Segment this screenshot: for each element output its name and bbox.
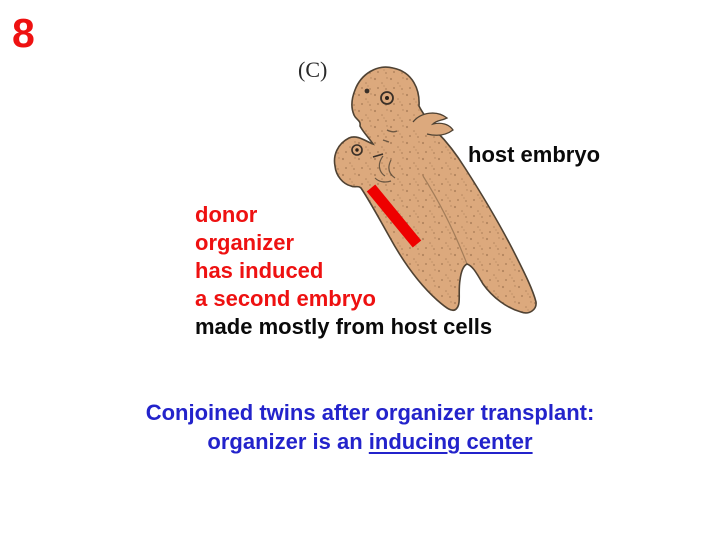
embryo-drawing-svg bbox=[333, 66, 537, 314]
host-gill-frills bbox=[412, 112, 454, 136]
slide-page-number: 8 bbox=[12, 10, 35, 56]
description-line-hasinduced: has induced bbox=[195, 258, 324, 283]
caption-line1: Conjoined twins after organizer transpla… bbox=[145, 400, 595, 425]
description-line-secondembryo: a second embryo bbox=[195, 286, 376, 311]
host-embryo-label: host embryo bbox=[468, 142, 601, 167]
caption-line2-prefix: organizer is an bbox=[207, 429, 369, 454]
organizer-transplant-marker-bar bbox=[366, 184, 422, 248]
description-line-donor: donor bbox=[195, 202, 258, 227]
description-line-hostcells: made mostly from host cells bbox=[195, 314, 493, 339]
host-eye-pupil bbox=[385, 96, 389, 100]
host-head-marks bbox=[382, 129, 398, 143]
induced-mouth-line bbox=[372, 153, 384, 158]
secondary-gill-strokes bbox=[374, 155, 396, 183]
figure-panel-label: (C) bbox=[298, 57, 328, 82]
induced-eye-pupil bbox=[355, 148, 359, 152]
twin-body-crease bbox=[422, 175, 468, 265]
description-line-organizer: organizer bbox=[195, 230, 295, 255]
caption-inducing-center-underlined: inducing center bbox=[368, 429, 533, 454]
conjoined-embryo-illustration bbox=[325, 60, 565, 330]
caption-line2: organizer is an inducing center bbox=[80, 427, 660, 456]
slide-caption: Conjoined twins after organizer transpla… bbox=[80, 398, 660, 456]
induced-embryo-description: donor organizer has induced a second emb… bbox=[195, 201, 492, 341]
host-nostril-dot bbox=[364, 88, 370, 94]
